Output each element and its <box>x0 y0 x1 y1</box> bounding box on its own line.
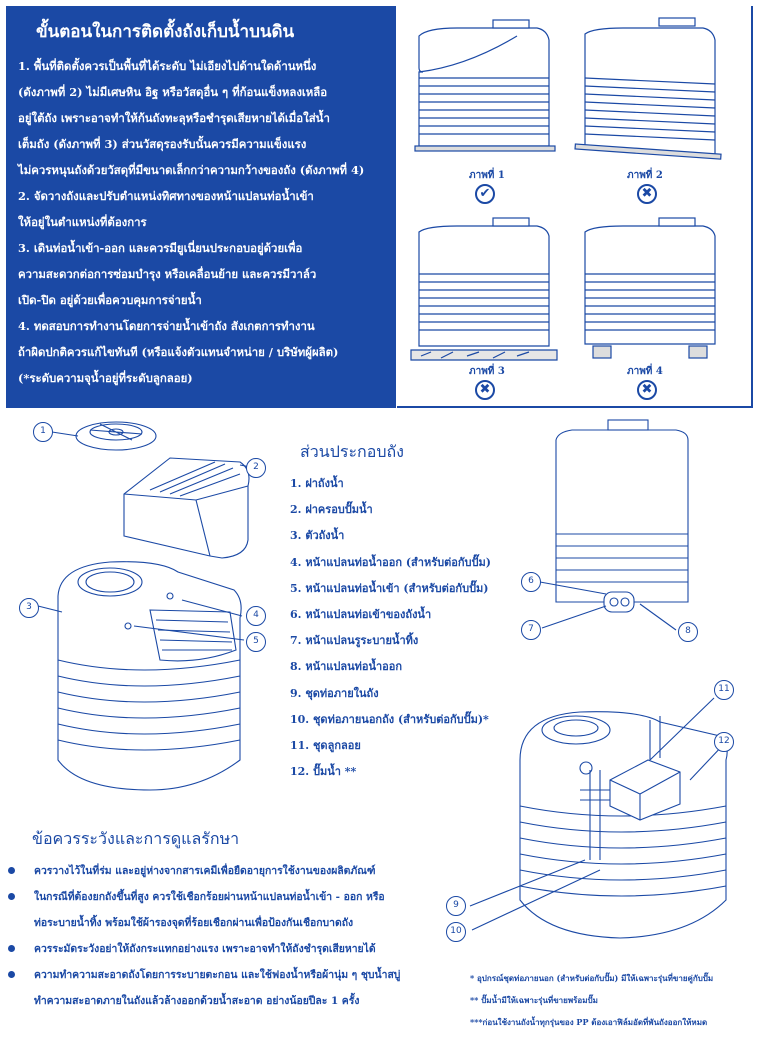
footnote-3: ***ก่อนใช้งานถังน้ำทุกรุ่นของ PP ต้องเอา… <box>470 1017 708 1027</box>
install-step-line: เต็มถัง (ดังภาพที่ 3) ส่วนวัสดุรองรับนั้… <box>18 137 307 151</box>
callout-4: 4 <box>246 606 266 626</box>
care-item-text: ในกรณีที่ต้องยกถังขึ้นที่สูง ควรใช้เชือก… <box>34 891 385 903</box>
wrong-cross-icon: ✖ <box>637 380 657 400</box>
install-step-line: ไม่ควรหนุนถังด้วยวัสดุที่มีขนาดเล็กกว่าค… <box>18 163 365 177</box>
side-tank-drawing <box>539 419 689 631</box>
parts-list-item: 12. ปั๊มน้ำ ** <box>290 765 357 779</box>
care-item-text: ความทำความสะอาดถังโดยการระบายตะกอน และใช… <box>34 969 401 981</box>
install-step-line: 4. ทดสอบการทำงานโดยการจ่ายน้ำเข้าถัง สัง… <box>18 319 315 333</box>
parts-list-item: 6. หน้าแปลนท่อเข้าของถังน้ำ <box>290 607 432 621</box>
install-step-line: ถ้าผิดปกติควรแก้ไขทันที (หรือแจ้งตัวแทนจ… <box>18 345 339 359</box>
wrong-cross-icon: ✖ <box>637 184 657 204</box>
figure-1-tank <box>414 19 556 152</box>
install-step-line: 1. พื้นที่ติดตั้งควรเป็นพื้นที่ได้ระดับ … <box>18 59 317 73</box>
pump-cover-drawing <box>123 457 250 559</box>
parts-list-item: 10. ชุดท่อภายนอกถัง (สำหรับต่อกับปั๊ม)* <box>290 712 489 726</box>
figure-4-caption: ภาพที่ 4 <box>627 366 663 377</box>
callout-2: 2 <box>246 458 266 478</box>
install-panel: ขั้นตอนในการติดตั้งถังเก็บน้ำบนดิน 1. พื… <box>6 6 396 408</box>
install-diagrams: ภาพที่ 1 ✔ ภาพที่ 2 ✖ ภาพที่ 3 ✖ ภาพที่ … <box>397 6 753 408</box>
parts-title: ส่วนประกอบถัง <box>300 442 404 461</box>
install-step-line: เปิด-ปิด อยู่ด้วยเพื่อควบคุมการจ่ายน้ำ <box>18 293 202 307</box>
correct-check-icon: ✔ <box>475 184 495 204</box>
care-item-text: ท่อระบายน้ำทิ้ง พร้อมใช้ผ้ารองจุดที่ร้อย… <box>34 917 354 929</box>
care-item-text: ทำความสะอาดภายในถังแล้วล้างออกด้วยน้ำสะอ… <box>34 995 360 1007</box>
care-item: ควรวางไว้ในที่ร่ม และอยู่ห่างจากสารเคมีเ… <box>6 858 446 884</box>
callout-5: 5 <box>246 632 266 652</box>
parts-list-item: 4. หน้าแปลนท่อน้ำออก (สำหรับต่อกับปั๊ม) <box>290 555 491 569</box>
care-item: ควรระมัดระวังอย่าให้ถังกระแทกอย่างแรง เพ… <box>6 936 446 962</box>
install-diagrams-drawing <box>410 17 722 361</box>
parts-list-item: 5. หน้าแปลนท่อน้ำเข้า (สำหรับต่อกับปั๊ม) <box>290 581 489 595</box>
bullet-icon <box>8 893 15 900</box>
install-step-line: ให้อยู่ในตำแหน่งที่ต้องการ <box>18 215 147 229</box>
parts-list-item: 8. หน้าแปลนท่อน้ำออก <box>290 660 403 674</box>
parts-list-item: 9. ชุดท่อภายในถัง <box>290 686 379 700</box>
install-step-line: 2. จัดวางถังและปรับตำแหน่งทิศทางของหน้าแ… <box>18 189 314 203</box>
pump-assembly-drawing <box>469 697 728 939</box>
parts-list-item: 2. ฝาครอบปั๊มน้ำ <box>290 503 373 517</box>
tank-lid-drawing <box>75 421 157 451</box>
figure-2-caption: ภาพที่ 2 <box>627 170 663 181</box>
install-title: ขั้นตอนในการติดตั้งถังเก็บน้ำบนดิน <box>36 22 295 42</box>
figure-1-caption: ภาพที่ 1 <box>469 170 505 181</box>
callout-1: 1 <box>33 422 53 442</box>
callout-10: 10 <box>446 922 466 942</box>
parts-list-item: 7. หน้าแปลนรูระบายน้ำทิ้ง <box>290 634 419 648</box>
install-step-line: ความสะดวกต่อการซ่อมบำรุง หรือเคลื่อนย้าย… <box>18 267 317 281</box>
install-step-line: (*ระดับความจุน้ำอยู่ที่ระดับลูกลอย) <box>18 371 193 385</box>
install-steps: 1. พื้นที่ติดตั้งควรเป็นพื้นที่ได้ระดับ … <box>18 53 386 391</box>
care-item: ท่อระบายน้ำทิ้ง พร้อมใช้ผ้ารองจุดที่ร้อย… <box>6 910 446 936</box>
care-item-text: ควรระมัดระวังอย่าให้ถังกระแทกอย่างแรง เพ… <box>34 943 376 955</box>
parts-list-item: 3. ตัวถังน้ำ <box>290 529 345 543</box>
figure-2-tank <box>574 17 722 160</box>
care-item: ทำความสะอาดภายในถังแล้วล้างออกด้วยน้ำสะอ… <box>6 988 446 1014</box>
callout-7: 7 <box>521 620 541 640</box>
care-item: ในกรณีที่ต้องยกถังขึ้นที่สูง ควรใช้เชือก… <box>6 884 446 910</box>
callout-11: 11 <box>714 680 734 700</box>
install-step-line: 3. เดินท่อน้ำเข้า-ออก และควรมียูเนี่ยนปร… <box>18 241 303 255</box>
parts-list-item: 11. ชุดลูกลอย <box>290 738 361 752</box>
callout-6: 6 <box>521 572 541 592</box>
care-item-text: ควรวางไว้ในที่ร่ม และอยู่ห่างจากสารเคมีเ… <box>34 865 376 877</box>
care-title: ข้อควรระวังและการดูแลรักษา <box>32 829 240 848</box>
wrong-cross-icon: ✖ <box>475 380 495 400</box>
main-tank-drawing <box>57 561 242 791</box>
figure-3-tank <box>410 217 558 361</box>
footnote-1: * อุปกรณ์ชุดท่อภายนอก (สำหรับต่อกับปั๊ม)… <box>470 973 714 983</box>
callout-8: 8 <box>678 622 698 642</box>
footnote-2: ** ปั๊มน้ำมีให้เฉพาะรุ่นที่ขายพร้อมปั๊ม <box>470 995 598 1005</box>
bullet-icon <box>8 945 15 952</box>
install-step-line: อยู่ใต้ถัง เพราะอาจทำให้ก้นถังทะลุหรือชำ… <box>18 111 330 125</box>
figure-3-caption: ภาพที่ 3 <box>469 366 505 377</box>
figure-4-tank <box>584 217 716 359</box>
parts-list-item: 1. ฝาถังน้ำ <box>290 477 344 490</box>
install-step-line: (ดังภาพที่ 2) ไม่มีเศษหิน อิฐ หรือวัสดุอ… <box>18 85 328 99</box>
care-item: ความทำความสะอาดถังโดยการระบายตะกอน และใช… <box>6 962 446 988</box>
bullet-icon <box>8 971 15 978</box>
parts-list: 1. ฝาถังน้ำ 2. ฝาครอบปั๊มน้ำ 3. ตัวถังน้ำ 4… <box>290 474 491 788</box>
callout-12: 12 <box>714 732 734 752</box>
callout-9: 9 <box>446 896 466 916</box>
care-list: ควรวางไว้ในที่ร่ม และอยู่ห่างจากสารเคมีเ… <box>6 858 446 1014</box>
bullet-icon <box>8 867 15 874</box>
callout-3: 3 <box>19 598 39 618</box>
